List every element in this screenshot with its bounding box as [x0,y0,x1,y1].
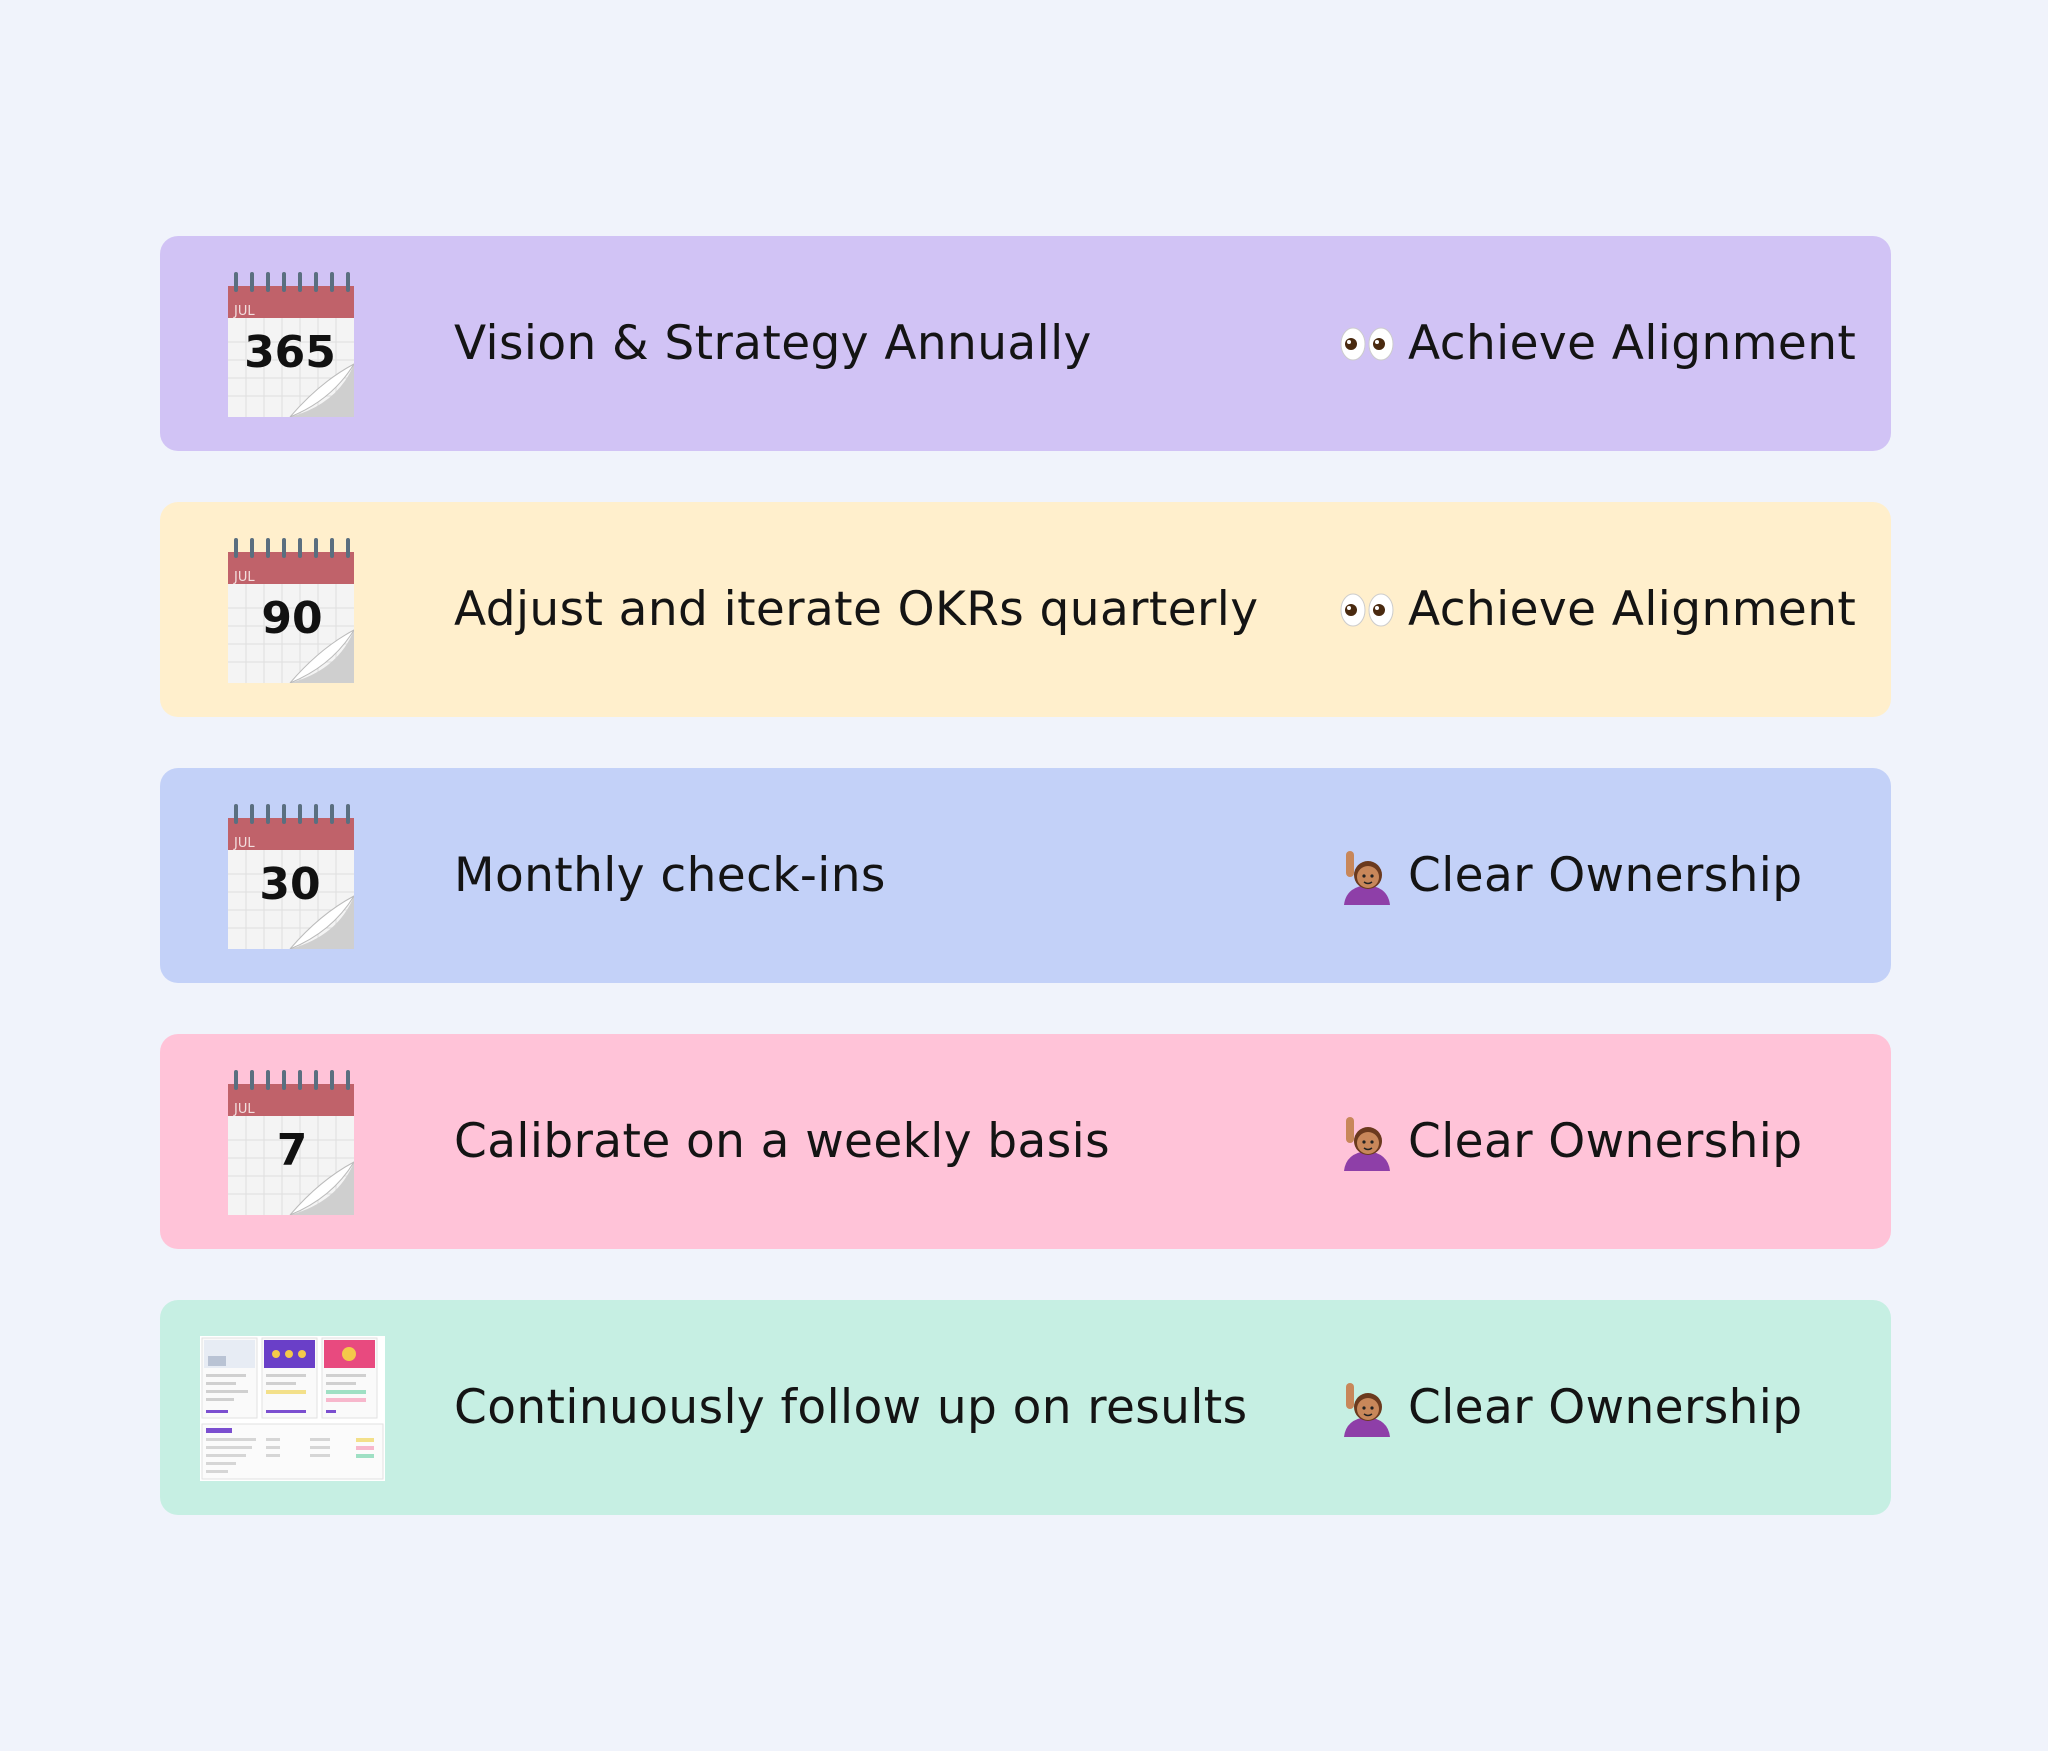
row-weekly: JUL 7 Calibrate on a weekly basis Clear … [160,1034,1891,1249]
calendar-month: JUL [233,304,255,319]
calendar-icon: JUL 90 [228,538,358,683]
tag-label: Clear Ownership [1408,1380,1803,1435]
row-tag: Achieve Alignment [1338,502,1856,717]
calendar-number: 365 [244,327,336,378]
row-quarterly: JUL 90 Adjust and iterate OKRs quarterly… [160,502,1891,717]
row-title: Vision & Strategy Annually [454,316,1092,371]
row-title: Monthly check-ins [454,848,886,903]
raising-hand-icon [1344,850,1390,905]
row-tag: Clear Ownership [1338,1034,1802,1249]
row-title: Continuously follow up on results [454,1380,1248,1435]
eyes-icon [1340,327,1394,360]
tag-label: Achieve Alignment [1408,316,1857,371]
raising-hand-icon [1344,1382,1390,1437]
row-tag: Clear Ownership [1338,1300,1802,1515]
tag-label: Clear Ownership [1408,1114,1803,1169]
dashboard-thumbnail-icon [200,1336,385,1481]
calendar-number: 90 [261,593,322,644]
row-title: Calibrate on a weekly basis [454,1114,1110,1169]
row-title: Adjust and iterate OKRs quarterly [454,582,1259,637]
eyes-icon [1340,593,1394,626]
row-annual: JUL 365 Vision & Strategy Annually Achie… [160,236,1891,451]
practice-list: JUL 365 Vision & Strategy Annually Achie… [160,236,1891,1566]
calendar-month: JUL [233,1102,255,1117]
calendar-number: 7 [277,1125,308,1176]
calendar-icon: JUL 365 [228,272,358,417]
row-continuous: Continuously follow up on results Clear … [160,1300,1891,1515]
calendar-icon: JUL 7 [228,1070,358,1215]
calendar-icon: JUL 30 [228,804,358,949]
row-tag: Achieve Alignment [1338,236,1856,451]
tag-label: Achieve Alignment [1408,582,1857,637]
calendar-month: JUL [233,570,255,585]
tag-label: Clear Ownership [1408,848,1803,903]
calendar-month: JUL [233,836,255,851]
row-monthly: JUL 30 Monthly check-ins Clear Ownership [160,768,1891,983]
calendar-number: 30 [259,859,320,910]
row-tag: Clear Ownership [1338,768,1802,983]
raising-hand-icon [1344,1116,1390,1171]
